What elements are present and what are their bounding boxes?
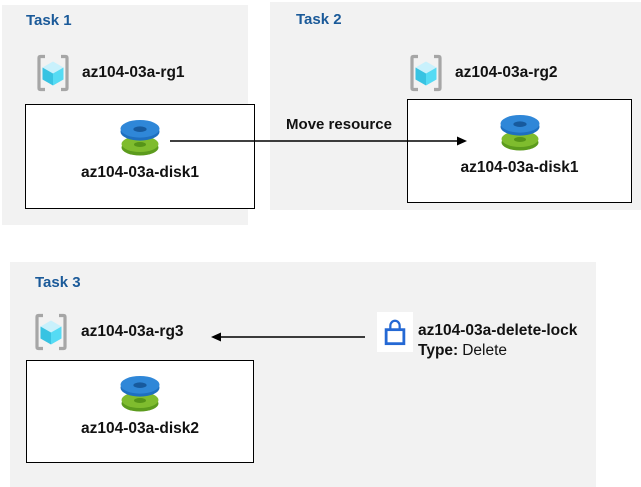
disk-icon [117,118,163,158]
task2-title: Task 2 [296,11,342,28]
resource-group-icon [33,53,73,93]
lock-name: az104-03a-delete-lock [418,322,578,339]
lock-type-label: Type: [418,342,459,359]
resource-label: az104-03a-disk1 [460,159,579,176]
resource-group-label: az104-03a-rg3 [81,323,184,340]
resource-group-label: az104-03a-rg1 [82,64,185,81]
task3-panel: Task 3 az104-03a-rg3 [10,262,596,487]
task1-panel: Task 1 az104-03a-rg1 [2,5,255,225]
resource-group-icon [406,53,446,93]
task3-resource-box: az104-03a-disk2 [26,360,254,463]
task1-title: Task 1 [26,12,72,29]
resource-label: az104-03a-disk1 [80,164,200,181]
lock-type-value: Delete [462,342,508,359]
move-resource-label: Move resource [286,116,392,133]
resource-label: az104-03a-disk2 [80,420,200,437]
task3-title: Task 3 [35,274,81,291]
disk-icon [497,113,543,153]
resource-group-label: az104-03a-rg2 [455,64,558,81]
lock-type: Type:Delete [418,341,577,361]
task2-panel: Task 2 az104-03a-rg2 [270,2,641,210]
task2-resource-box: az104-03a-disk1 [407,99,632,203]
disk-icon [117,374,163,414]
lock-icon [377,312,413,352]
lock-annotation: az104-03a-delete-lock Type:Delete [418,321,577,361]
resource-group-icon [31,312,71,352]
task1-resource-box: az104-03a-disk1 [25,104,255,209]
